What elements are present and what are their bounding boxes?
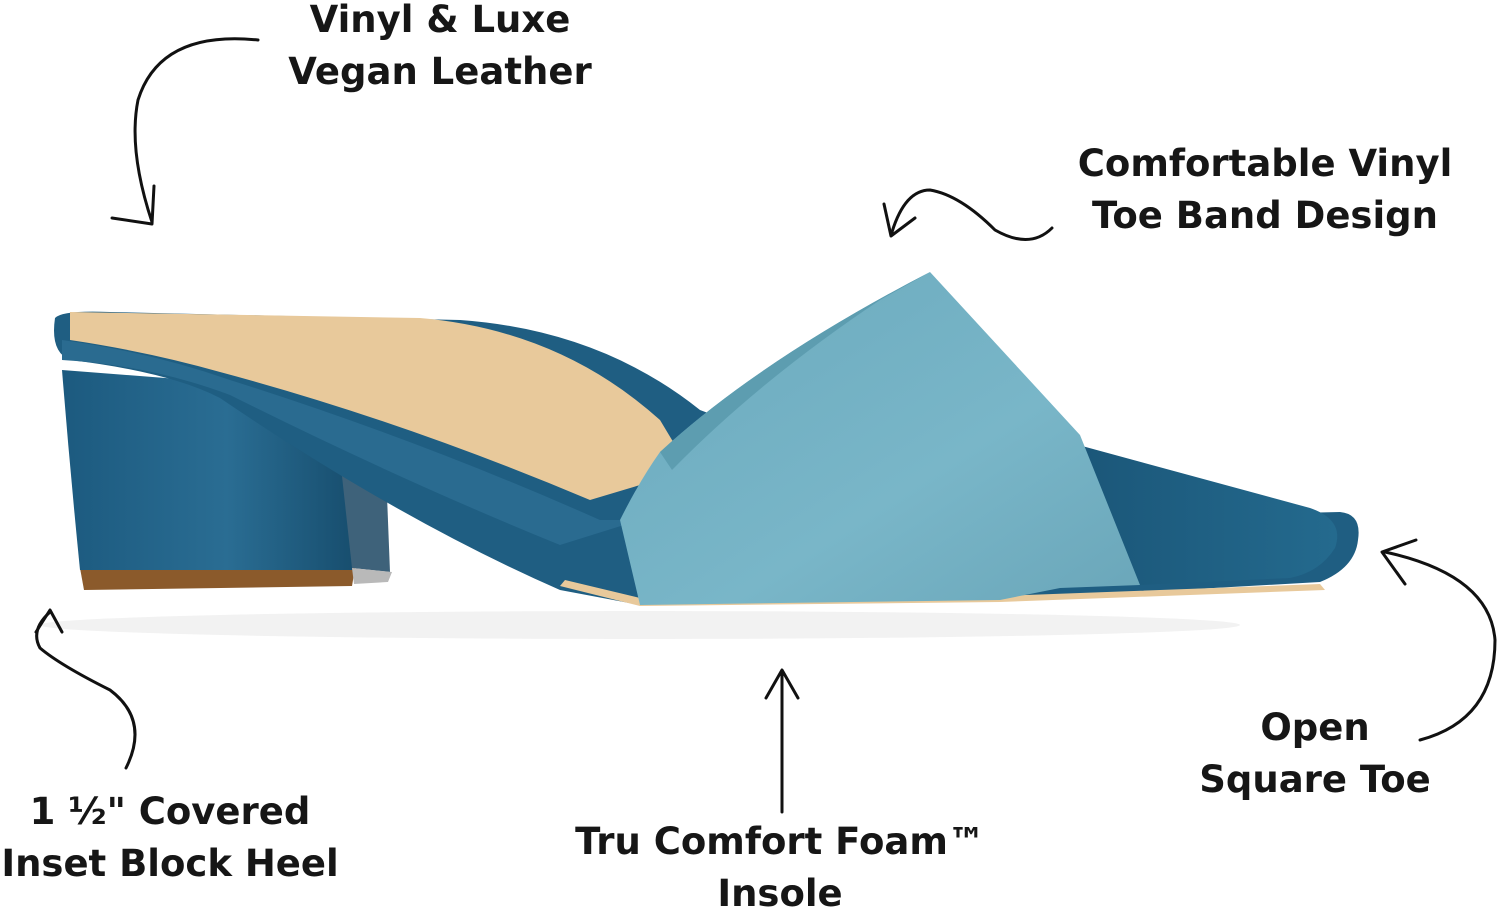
arrow-icon	[1380, 538, 1497, 742]
callout-heel: 1 ½" Covered Inset Block Heel	[0, 786, 340, 890]
toe-band-fold	[660, 272, 930, 470]
toe-insole	[1060, 440, 1338, 585]
arrow-icon	[882, 188, 1054, 241]
callout-line: Insole	[717, 872, 843, 915]
arrow-icon	[34, 608, 137, 770]
callout-insole: Tru Comfort Foam™ Insole	[560, 816, 1000, 920]
callout-material: Vinyl & Luxe Vegan Leather	[270, 0, 610, 98]
insole-top	[70, 312, 690, 500]
arrow-icon	[110, 37, 260, 226]
sandal-image	[40, 272, 1359, 639]
callout-line: Vegan Leather	[288, 50, 592, 93]
callout-line: Toe Band Design	[1092, 194, 1438, 237]
toe-band	[620, 272, 1140, 605]
callout-toe-band: Comfortable Vinyl Toe Band Design	[1060, 138, 1470, 242]
callout-line: Square Toe	[1199, 758, 1431, 801]
callout-line: Vinyl & Luxe	[309, 0, 571, 41]
heel-outsole	[80, 568, 355, 590]
callout-line: Inset Block Heel	[1, 842, 339, 885]
arrow-icon	[764, 668, 800, 814]
callout-line: Comfortable Vinyl	[1077, 142, 1453, 185]
callout-toe: Open Square Toe	[1180, 702, 1450, 806]
callout-line: Tru Comfort Foam™	[575, 820, 985, 863]
callout-line: Open	[1260, 706, 1370, 749]
callout-line: 1 ½" Covered	[29, 790, 311, 833]
shadow	[40, 611, 1240, 639]
footbed-edge	[62, 340, 640, 545]
heel-cap	[352, 568, 392, 584]
